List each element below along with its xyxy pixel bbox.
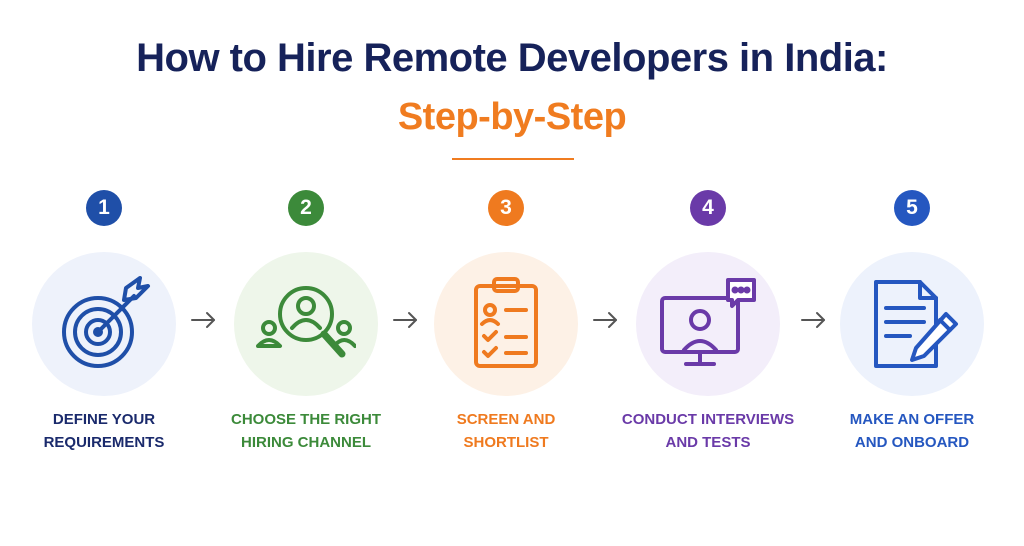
step-4-label-line1: CONDUCT INTERVIEWS	[621, 411, 795, 428]
arrow-right-icon	[393, 312, 417, 328]
step-number-4: 4	[690, 190, 726, 226]
step-1-icon-circle	[32, 252, 176, 396]
step-number-3: 3	[488, 190, 524, 226]
step-2-icon-circle	[234, 252, 378, 396]
step-1-label-line2: REQUIREMENTS	[43, 434, 165, 451]
step-4: 4 CONDUCT INTERVIEWS AND TESTS	[608, 190, 808, 460]
step-5: 5 MAKE AN OFFER AND ONBOARD	[812, 190, 1012, 460]
target-icon	[62, 276, 150, 368]
step-1-label-line1: DEFINE YOUR	[52, 411, 156, 428]
page-subtitle: Step-by-Step	[397, 96, 627, 138]
step-2-label-line1: CHOOSE THE RIGHT	[230, 411, 381, 428]
step-3-label-line2: SHORTLIST	[463, 434, 549, 451]
step-1: 1 DEFINE YOUR REQUIREMENTS	[4, 190, 204, 460]
document-pen-icon	[874, 280, 958, 368]
step-4-icon-circle	[636, 252, 780, 396]
arrow-right-icon	[593, 312, 617, 328]
step-2: 2 CHOOSE THE RIGHT HIRING CHANNEL	[206, 190, 406, 460]
arrow-right-icon	[191, 312, 215, 328]
page-title: How to Hire Remote Developers in India:	[136, 36, 888, 80]
step-number-5: 5	[894, 190, 930, 226]
clipboard-checklist-icon	[474, 277, 538, 368]
step-number-2: 2	[288, 190, 324, 226]
step-5-icon-circle	[840, 252, 984, 396]
step-number-1: 1	[86, 190, 122, 226]
step-3-label-line1: SCREEN AND	[456, 411, 556, 428]
title-divider	[452, 158, 574, 160]
step-5-label: MAKE AN OFFER AND ONBOARD	[812, 408, 1012, 454]
magnifier-people-icon	[256, 286, 356, 358]
step-4-label: CONDUCT INTERVIEWS AND TESTS	[608, 408, 808, 454]
step-3: 3 SCREEN AND SHORTLIST	[406, 190, 606, 460]
step-4-label-line2: AND TESTS	[665, 434, 751, 451]
step-1-label: DEFINE YOUR REQUIREMENTS	[4, 408, 204, 454]
video-interview-icon	[660, 278, 756, 366]
step-5-label-line2: AND ONBOARD	[854, 434, 970, 451]
step-2-label-line2: HIRING CHANNEL	[241, 434, 371, 451]
arrow-right-icon	[801, 312, 825, 328]
step-2-label: CHOOSE THE RIGHT HIRING CHANNEL	[206, 408, 406, 454]
step-5-label-line1: MAKE AN OFFER	[849, 411, 975, 428]
step-3-icon-circle	[434, 252, 578, 396]
step-3-label: SCREEN AND SHORTLIST	[406, 408, 606, 454]
